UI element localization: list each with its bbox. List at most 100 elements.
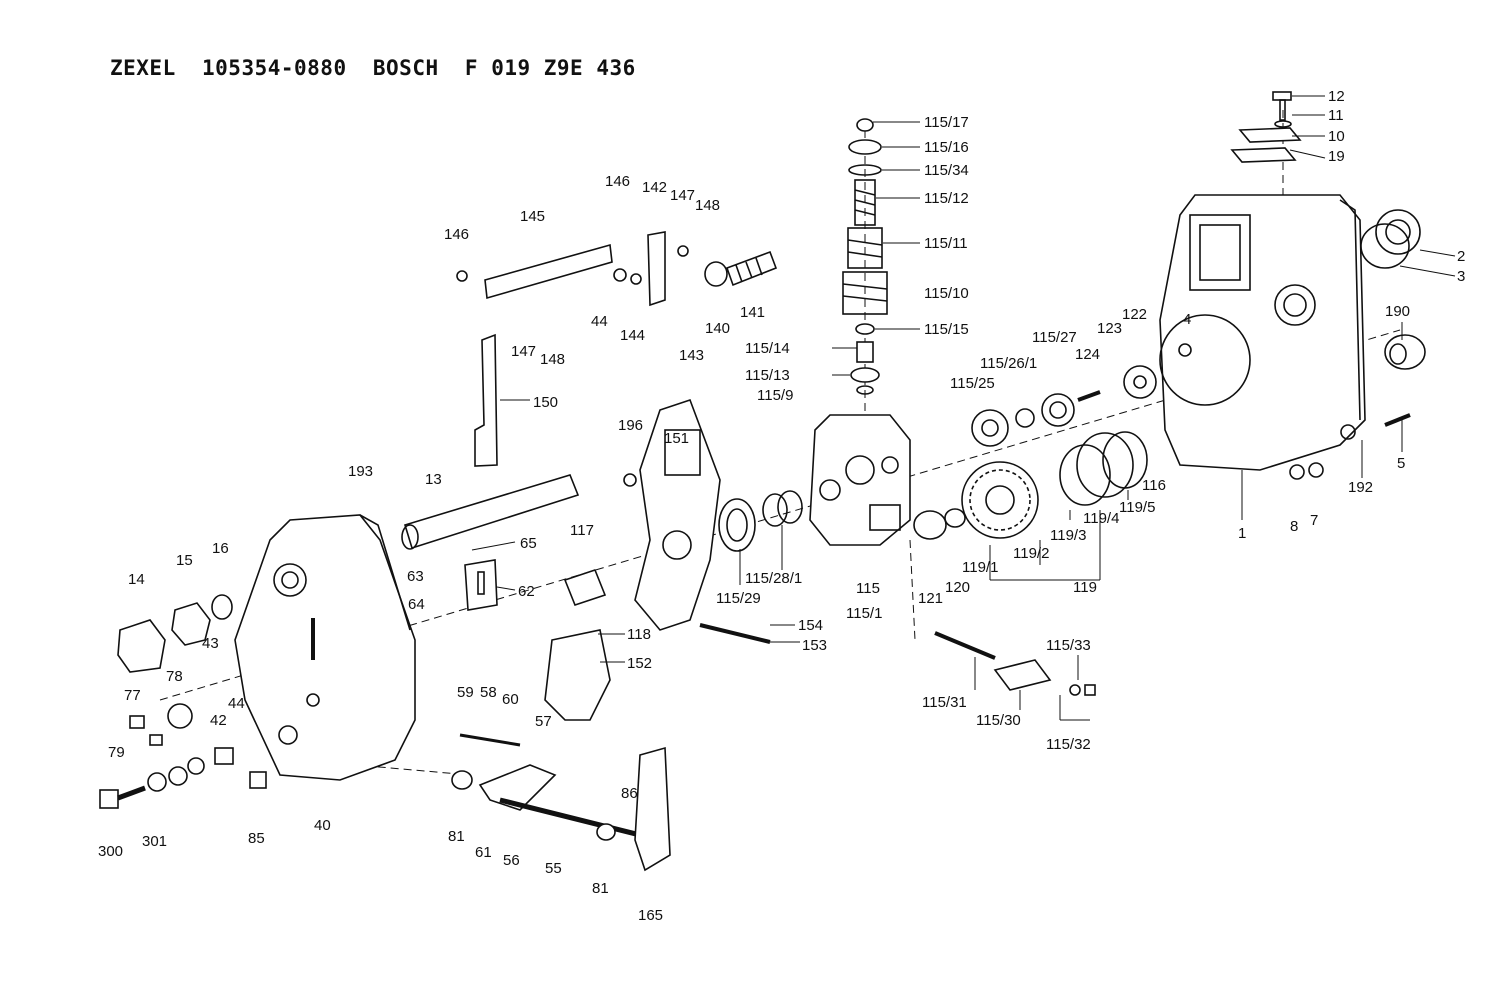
callout-label: 147 <box>511 343 536 360</box>
callout-label: 141 <box>740 304 765 321</box>
callout-label: 14 <box>128 571 145 588</box>
governor-spring-stack <box>842 118 888 395</box>
page-title: ZEXEL 105354-0880 BOSCH F 019 Z9E 436 <box>110 56 636 80</box>
callout-label: 142 <box>642 179 667 196</box>
callout-label: 44 <box>591 313 608 330</box>
callout-label: 65 <box>520 535 537 552</box>
callout-label: 115/32 <box>1046 736 1091 753</box>
callout-label: 115/30 <box>976 712 1021 729</box>
cover-screw-stack <box>1230 91 1302 163</box>
callout-label: 116 <box>1142 477 1166 494</box>
callout-label: 150 <box>533 394 558 411</box>
callout-label: 144 <box>620 327 645 344</box>
callout-label: 151 <box>664 430 689 447</box>
callout-label: 115/17 <box>924 114 969 131</box>
callout-label: 115/31 <box>922 694 967 711</box>
bearing-cover-part-190 <box>1384 334 1426 370</box>
callout-label: 63 <box>407 568 424 585</box>
link-rod-part-115-31 <box>934 631 1096 696</box>
callout-label: 118 <box>627 626 651 643</box>
callout-label: 55 <box>545 860 562 877</box>
callout-label: 43 <box>202 635 219 652</box>
callout-label: 124 <box>1075 346 1100 363</box>
plate-part-62 <box>464 559 498 611</box>
callout-label: 61 <box>475 844 492 861</box>
callout-label: 301 <box>142 833 167 850</box>
callout-label: 2 <box>1457 248 1465 265</box>
callout-label: 58 <box>480 684 497 701</box>
callout-labels: 115/17 115/16 115/34 115/12 115/11 115/1… <box>98 88 1465 924</box>
governor-cover-part-193 <box>234 514 416 781</box>
bracket-part-151 <box>634 398 721 631</box>
lever-arm-part-145 <box>456 243 613 467</box>
callout-label: 16 <box>212 540 229 557</box>
callout-label: 115/26/1 <box>980 355 1037 372</box>
bolt-part-300 <box>99 343 1192 809</box>
callout-label: 12 <box>1328 88 1345 105</box>
callout-label: 121 <box>918 590 943 607</box>
callout-label: 120 <box>945 579 970 596</box>
callout-label: 79 <box>108 744 125 761</box>
callout-label: 123 <box>1097 320 1122 337</box>
callout-label: 119/5 <box>1119 499 1155 516</box>
callout-label: 115/25 <box>950 375 995 392</box>
callout-label: 115/10 <box>924 285 969 302</box>
lever-part-56 <box>451 629 671 872</box>
callout-label: 19 <box>1328 148 1345 165</box>
callout-label: 115/33 <box>1046 637 1091 654</box>
callout-label: 119/2 <box>1013 545 1049 562</box>
callout-label: 300 <box>98 843 123 860</box>
callout-label: 193 <box>348 463 373 480</box>
callout-label: 60 <box>502 691 519 708</box>
callout-label: 4 <box>1183 311 1191 328</box>
callout-label: 81 <box>448 828 465 845</box>
callout-label: 42 <box>210 712 227 729</box>
callout-label: 62 <box>518 583 535 600</box>
callout-label: 140 <box>705 320 730 337</box>
stud-part-5 <box>1384 413 1411 427</box>
callout-label: 86 <box>621 785 638 802</box>
callout-label: 7 <box>1310 512 1318 529</box>
callout-label: 119/3 <box>1050 527 1086 544</box>
callout-label: 8 <box>1290 518 1298 535</box>
title-brand-bosch: BOSCH <box>372 56 439 80</box>
callout-label: 119 <box>1073 579 1097 596</box>
callout-label: 119/1 <box>962 559 998 576</box>
callout-label: 115 <box>856 580 880 597</box>
callout-label: 196 <box>618 417 643 434</box>
callout-label: 146 <box>444 226 469 243</box>
title-brand-zexel: ZEXEL <box>110 56 176 80</box>
title-zexel-number: 105354-0880 <box>202 56 347 80</box>
callout-label: 145 <box>520 208 545 225</box>
callout-label: 122 <box>1122 306 1147 323</box>
drive-gear-part-119 <box>913 365 1157 540</box>
callout-label: 56 <box>503 852 520 869</box>
callout-label: 11 <box>1328 107 1344 124</box>
callout-label: 59 <box>457 684 474 701</box>
callout-label: 115/27 <box>1032 329 1077 346</box>
callout-label: 115/12 <box>924 190 969 207</box>
callout-label: 115/15 <box>924 321 969 338</box>
nut-part-8 <box>1289 462 1324 480</box>
callout-label: 81 <box>592 880 609 897</box>
plug-cap-part-2 <box>1360 209 1421 269</box>
callout-label: 190 <box>1385 303 1410 320</box>
callout-label: 115/11 <box>924 235 968 252</box>
callout-label: 115/13 <box>745 367 790 384</box>
governor-body-part-115 <box>809 414 911 546</box>
callout-label: 15 <box>176 552 193 569</box>
callout-label: 117 <box>570 522 594 539</box>
callout-label: 77 <box>124 687 141 704</box>
callout-label: 115/14 <box>745 340 790 357</box>
callout-label: 115/16 <box>924 139 969 156</box>
callout-label: 40 <box>314 817 331 834</box>
callout-label: 3 <box>1457 268 1465 285</box>
callout-label: 146 <box>605 173 630 190</box>
pump-housing-part-1 <box>1159 194 1366 471</box>
cap-nut-part-14 <box>117 594 233 673</box>
callout-label: 115/29 <box>716 590 761 607</box>
pin-part-153 <box>699 623 771 644</box>
callout-label: 147 <box>670 187 695 204</box>
callout-label: 115/9 <box>757 387 793 404</box>
